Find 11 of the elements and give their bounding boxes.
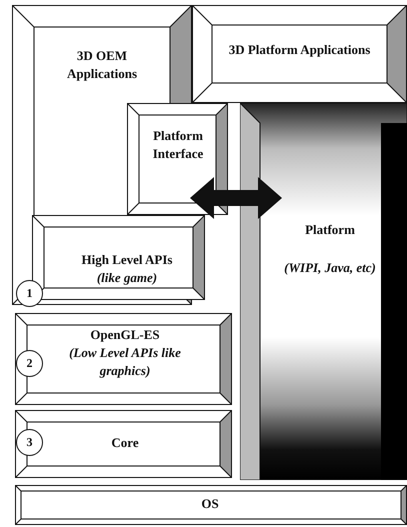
block-subtitle: (WIPI, Java, etc) bbox=[283, 259, 377, 277]
block-title: OpenGL-ES bbox=[89, 326, 161, 344]
block-title: Platform bbox=[304, 221, 356, 239]
block-title: OS bbox=[200, 495, 220, 513]
double-arrow bbox=[190, 177, 282, 219]
block-title: 3D OEM Applications bbox=[66, 47, 138, 82]
block-subtitle: (Low Level APIs like graphics) bbox=[68, 344, 182, 380]
block-title: 3D Platform Applications bbox=[228, 41, 372, 59]
block-title: High Level APIs (like game) bbox=[80, 251, 174, 286]
block-title: Platform Interface bbox=[152, 127, 204, 162]
block-title: Core bbox=[110, 434, 140, 452]
